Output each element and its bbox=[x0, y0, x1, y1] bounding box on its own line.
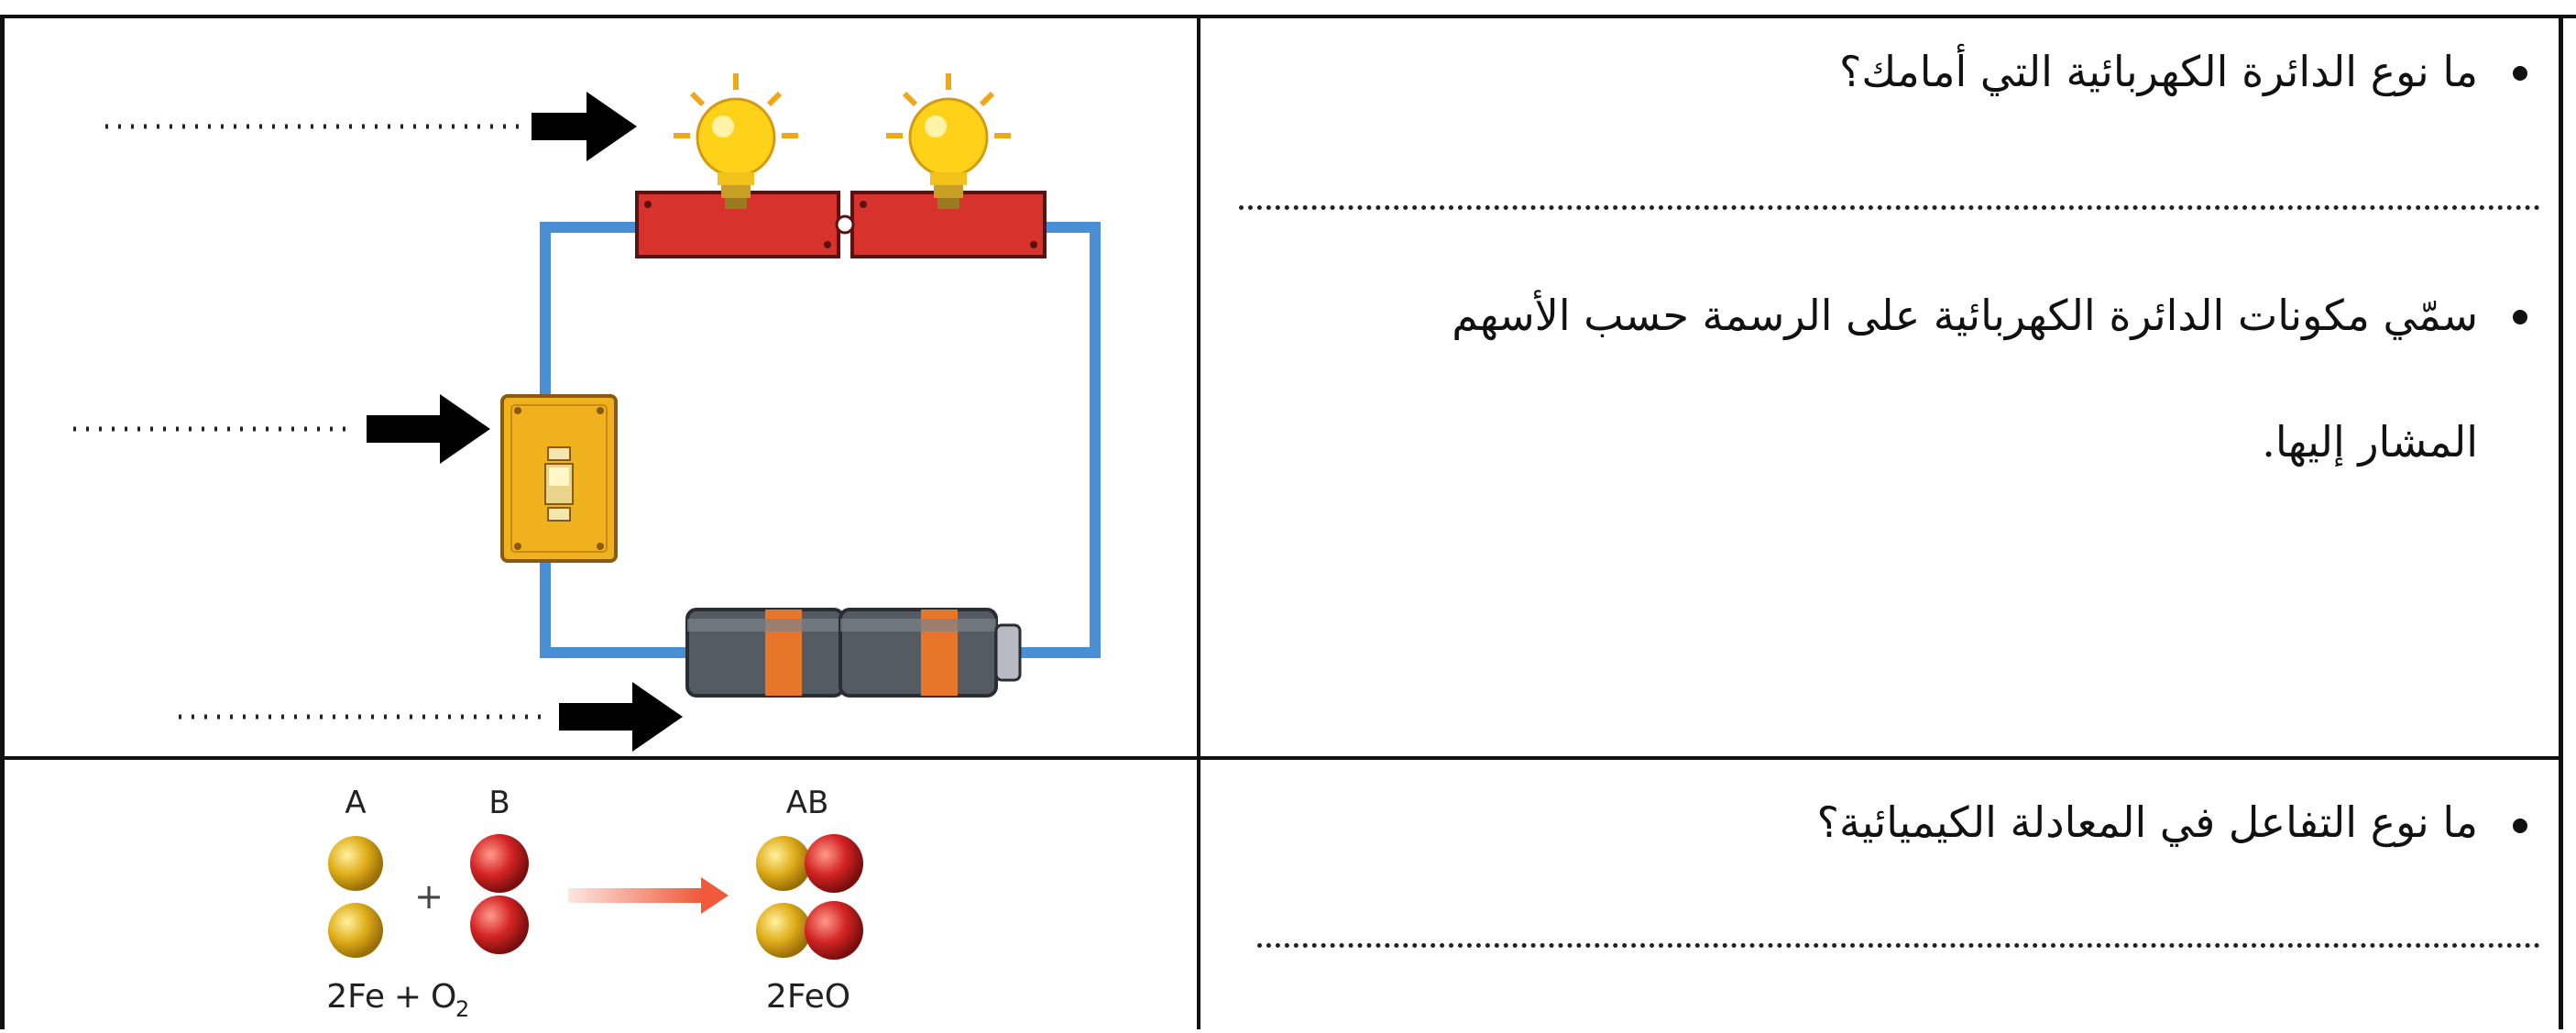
atom-ab-bottom-red bbox=[805, 901, 863, 960]
atom-ab-top-gold bbox=[756, 836, 811, 891]
holder-connector bbox=[835, 214, 855, 235]
atom-a-bottom bbox=[328, 903, 383, 958]
arrow-right-icon bbox=[532, 92, 637, 161]
arrow-right-icon bbox=[559, 682, 683, 752]
question-name-components-cont: المشار إليها. bbox=[2262, 417, 2478, 467]
switch-icon bbox=[500, 394, 618, 563]
bullet-q1 bbox=[2513, 66, 2527, 81]
bullet-q3 bbox=[2513, 819, 2527, 833]
reaction-arrow-icon bbox=[568, 877, 729, 914]
arrow-right-icon bbox=[367, 394, 490, 464]
atom-ab-top-red bbox=[805, 834, 863, 893]
table-border-right bbox=[2559, 15, 2563, 1029]
question-circuit-type: ما نوع الدائرة الكهربائية التي أمامك؟ bbox=[1838, 47, 2478, 96]
reaction-diagram-cell: A B AB + 2Fe + O 2 2FeO bbox=[5, 760, 1197, 1029]
equation-product: 2FeO bbox=[766, 978, 850, 1016]
table-border-top bbox=[0, 15, 2576, 18]
circuit-diagram-cell bbox=[5, 18, 1197, 756]
equation-plus: + bbox=[394, 978, 422, 1016]
battery-icon bbox=[685, 608, 845, 698]
label-ab: AB bbox=[786, 785, 829, 821]
answer-line-q3[interactable] bbox=[1257, 943, 2540, 948]
atom-b-top bbox=[470, 834, 529, 893]
question-cell-reaction: ما نوع التفاعل في المعادلة الكيميائية؟ bbox=[1200, 760, 2559, 1029]
plus-sign: + bbox=[414, 876, 444, 917]
equation-fe: 2Fe bbox=[326, 978, 385, 1016]
bullet-q2 bbox=[2513, 310, 2527, 324]
circuit-diagram bbox=[73, 73, 1101, 752]
label-a: A bbox=[345, 785, 366, 821]
lightbulb-icon bbox=[886, 73, 1011, 209]
atom-a-top bbox=[328, 836, 383, 891]
table-border-left bbox=[0, 15, 5, 1029]
reaction-diagram: A B AB + 2Fe + O 2 2FeO bbox=[326, 785, 863, 1022]
table-divider-horizontal bbox=[0, 756, 2563, 760]
table-divider-vertical bbox=[1197, 15, 1200, 1029]
battery-icon bbox=[839, 608, 1022, 698]
label-b: B bbox=[488, 785, 510, 821]
atom-ab-bottom-gold bbox=[756, 903, 811, 958]
lightbulb-icon bbox=[674, 73, 798, 209]
circuit-wires bbox=[540, 222, 1101, 658]
question-cell-circuit: ما نوع الدائرة الكهربائية التي أمامك؟ سم… bbox=[1200, 18, 2559, 756]
question-reaction-type: ما نوع التفاعل في المعادلة الكيميائية؟ bbox=[1816, 797, 2478, 847]
atom-b-bottom bbox=[470, 896, 529, 954]
answer-line-q1[interactable] bbox=[1239, 205, 2540, 210]
question-name-components: سمّي مكونات الدائرة الكهربائية على الرسم… bbox=[1452, 291, 2478, 340]
equation-o: O bbox=[431, 978, 456, 1016]
equation-o-subscript: 2 bbox=[455, 996, 469, 1022]
